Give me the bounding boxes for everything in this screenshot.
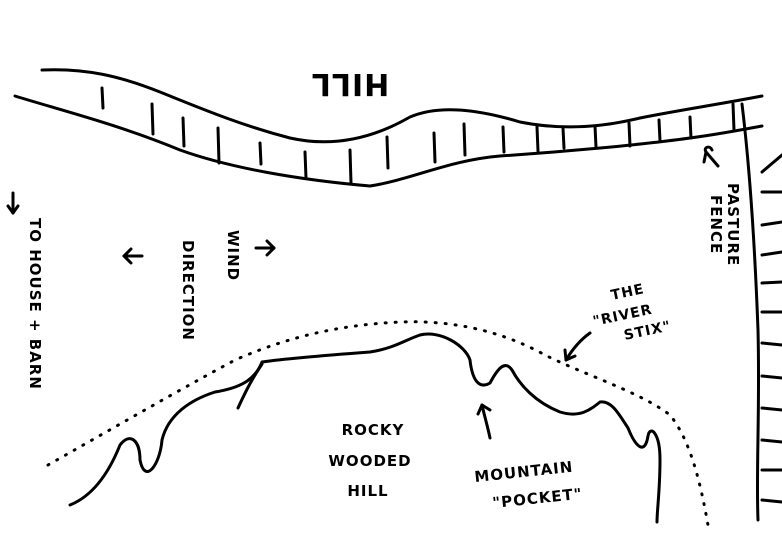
river-stix-arrow-icon xyxy=(563,331,592,362)
rocky-hill-inner-bump xyxy=(236,362,264,410)
mountain-pocket-label-line-1: MOUNTAIN xyxy=(474,458,575,486)
river-stix-label-line-1: THE xyxy=(610,281,646,304)
hill-ridge-top-line xyxy=(40,68,764,144)
mountain-pocket-arrow-icon xyxy=(476,403,492,440)
wind-direction-label-line-1: WIND xyxy=(224,230,242,281)
arrow-to-house-icon xyxy=(6,191,20,215)
rocky-wooded-hill-label-line-3: HILL xyxy=(347,482,388,500)
pasture-fence-label-line-1: PASTURE xyxy=(724,183,742,266)
rocky-wooded-hill-label-line-2: WOODED xyxy=(328,452,411,470)
wind-arrow-right-icon xyxy=(254,239,276,257)
pasture-fence-arrow-icon xyxy=(702,145,720,168)
pasture-fence xyxy=(740,102,782,522)
hill-label: HILL xyxy=(311,66,390,101)
wind-direction-label-line-2: DIRECTION xyxy=(179,240,197,341)
rocky-wooded-hill-label-line-1: ROCKY xyxy=(342,421,405,439)
rocky-wooded-hill-outline xyxy=(68,332,662,524)
hill-ridge-bottom-line xyxy=(13,94,764,188)
pasture-fence-label-line-2: FENCE xyxy=(707,195,725,254)
hill-slope-hatching xyxy=(100,86,736,185)
to-house-barn-label: TO HOUSE + BARN xyxy=(26,218,44,390)
mountain-pocket-label-line-2: "POCKET" xyxy=(492,485,584,512)
wind-arrow-left-icon xyxy=(122,247,144,265)
